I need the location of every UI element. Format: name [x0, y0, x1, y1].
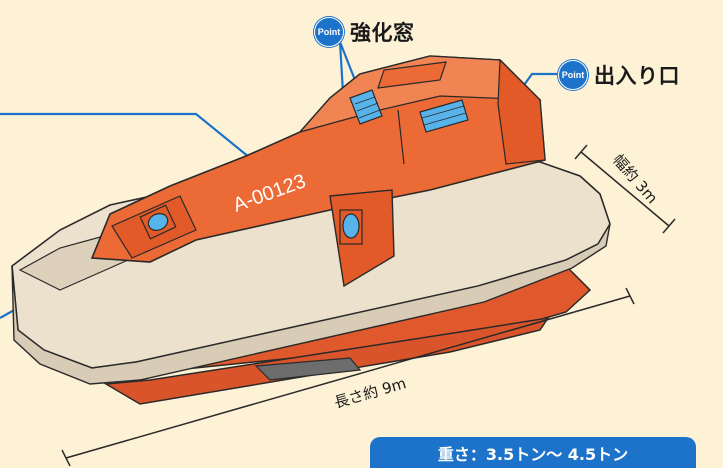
windows: [139, 89, 469, 245]
callout-label-hatch: 出入り口: [594, 64, 680, 88]
window-roof-2: [419, 99, 469, 133]
window-roof-1: [349, 89, 383, 125]
window-port: [139, 204, 177, 240]
length-label: 長さ約 9m: [332, 374, 408, 412]
length-dimension: [61, 287, 635, 467]
weight-badge: 重さ：3.5トン〜 4.5トン: [370, 437, 696, 468]
leader-line-left-top: [0, 112, 261, 167]
callout-hatch: Point 出入り口: [558, 60, 680, 90]
point-badge-window: Point: [314, 17, 344, 47]
callout-label-window: 強化窓: [350, 21, 415, 45]
width-dimension: [574, 144, 676, 234]
point-badge-hatch: Point: [558, 60, 588, 90]
width-label: 幅約 3m: [609, 151, 661, 207]
window-door: [339, 209, 363, 245]
callout-window: Point 強化窓: [314, 17, 415, 47]
